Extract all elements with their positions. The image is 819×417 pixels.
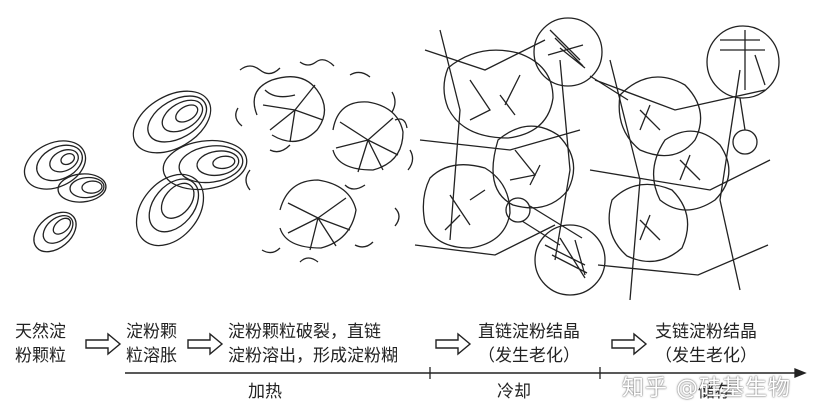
- arrow-1: [85, 332, 122, 356]
- stage-5-label: 支链淀粉结晶 （发生老化）: [655, 322, 757, 366]
- ruptured-granules: [235, 59, 414, 263]
- heat-label: 加热: [248, 382, 282, 402]
- stage-1-label: 天然淀 粉颗粒: [15, 322, 66, 366]
- cool-label: 冷却: [497, 382, 531, 402]
- amylopectin-network: [533, 17, 780, 301]
- stage-arrows: [85, 332, 648, 356]
- stage-4-label: 直链淀粉结晶 （发生老化）: [478, 322, 580, 366]
- stage-2-label: 淀粉颗 粒溶胀: [126, 322, 177, 366]
- stage-3-label: 淀粉颗粒破裂，直链 淀粉溶出，形成淀粉糊: [228, 322, 398, 366]
- watermark: 知乎 @硅基生物: [622, 376, 791, 401]
- swollen-granules: [132, 90, 248, 247]
- arrow-3: [435, 332, 472, 356]
- arrow-4: [611, 332, 648, 356]
- amylose-network: [414, 29, 606, 296]
- timeline: [125, 367, 807, 379]
- native-granules: [23, 140, 107, 253]
- arrow-2: [187, 332, 224, 356]
- store-label: 储存: [698, 382, 732, 402]
